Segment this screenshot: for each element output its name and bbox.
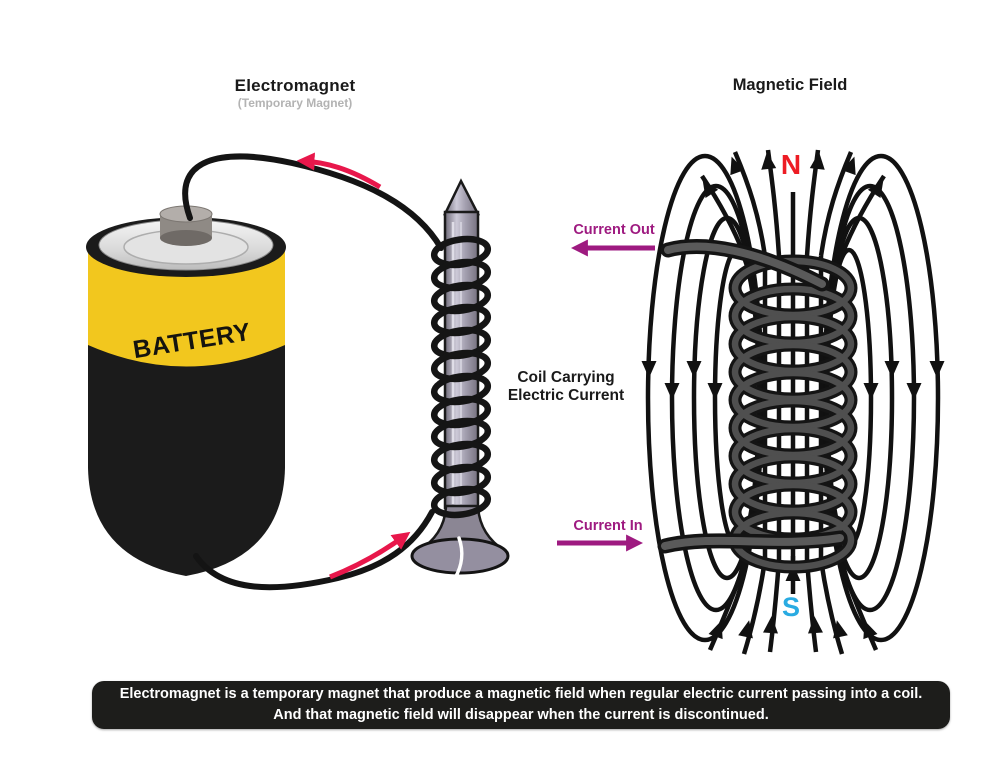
battery (86, 205, 286, 576)
coil-label-line2: Electric Current (507, 387, 625, 405)
solenoid-coil (657, 239, 858, 574)
current-flow-arrows (557, 239, 655, 552)
wire-current-arrows (296, 152, 411, 580)
left-diagram-subtitle: (Temporary Magnet) (237, 96, 353, 110)
wire-top (182, 153, 444, 251)
caption-box: Electromagnet is a temporary magnet that… (92, 681, 950, 729)
screw-head-highlight (453, 536, 464, 580)
caption-line2: And that magnetic field will disappear w… (273, 707, 769, 723)
coil-carrying-current-label: Coil Carrying Electric Current (466, 369, 666, 406)
battery-yellow-band (88, 250, 285, 367)
coil-label-line1: Coil Carrying (517, 369, 615, 386)
coil-lead-wires (657, 239, 848, 554)
wire-bottom-arrow-icon (329, 531, 411, 580)
screw-winding-coil (430, 235, 492, 519)
caption-line1: Electromagnet is a temporary magnet that… (119, 685, 923, 702)
circuit-wires (182, 153, 444, 591)
wire-top-arrow-icon (296, 152, 382, 190)
current-out-label: Current Out (573, 222, 655, 238)
north-pole-label: N (780, 149, 802, 180)
right-diagram-title: Magnetic Field (732, 76, 848, 94)
wire-bottom (193, 509, 435, 591)
current-in-label: Current In (573, 518, 643, 534)
screw-tip (443, 178, 481, 216)
left-diagram-title: Electromagnet (234, 76, 356, 95)
south-pole-label: S (781, 592, 800, 622)
